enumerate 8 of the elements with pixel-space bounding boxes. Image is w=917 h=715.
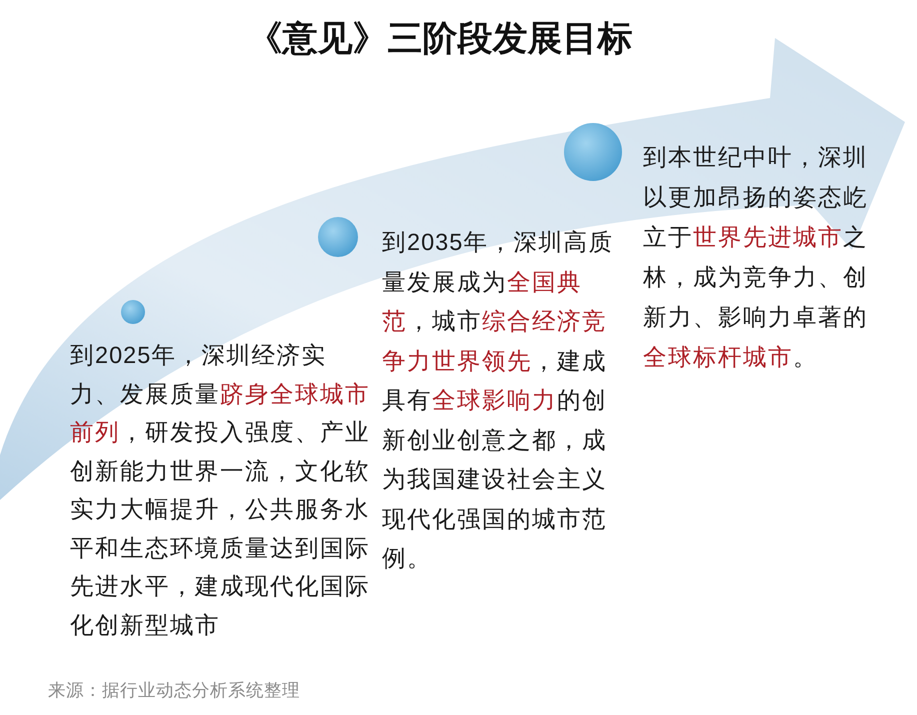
milestone-description: 到2035年，深圳高质量发展成为全国典范，城市综合经济竞争力世界领先，建成具有全球影响力的创新创业创意之都，成为我国建设社会主义现代化强国的城市范例。 (382, 228, 614, 573)
milestone-dot (564, 123, 622, 181)
source-note: 来源：据行业动态分析系统整理 (48, 679, 300, 702)
milestone-description: 到本世纪中叶，深圳以更加昂扬的姿态屹立于世界先进城市之林，成为竞争力、创新力、影响力卓著的全球标杆城市。 (643, 143, 869, 372)
milestone-dot (318, 217, 358, 257)
title: 《意见》三阶段发展目标 (248, 18, 632, 60)
milestone-description: 到2025年，深圳经济实力、发展质量跻身全球城市前列，研发投入强度、产业创新能力世界一流，文化软实力大幅提升，公共服务水平和生态环境质量达到国际先进水平，建成现代化国际化创新型城市 (70, 341, 371, 640)
milestone-dot (121, 300, 145, 324)
